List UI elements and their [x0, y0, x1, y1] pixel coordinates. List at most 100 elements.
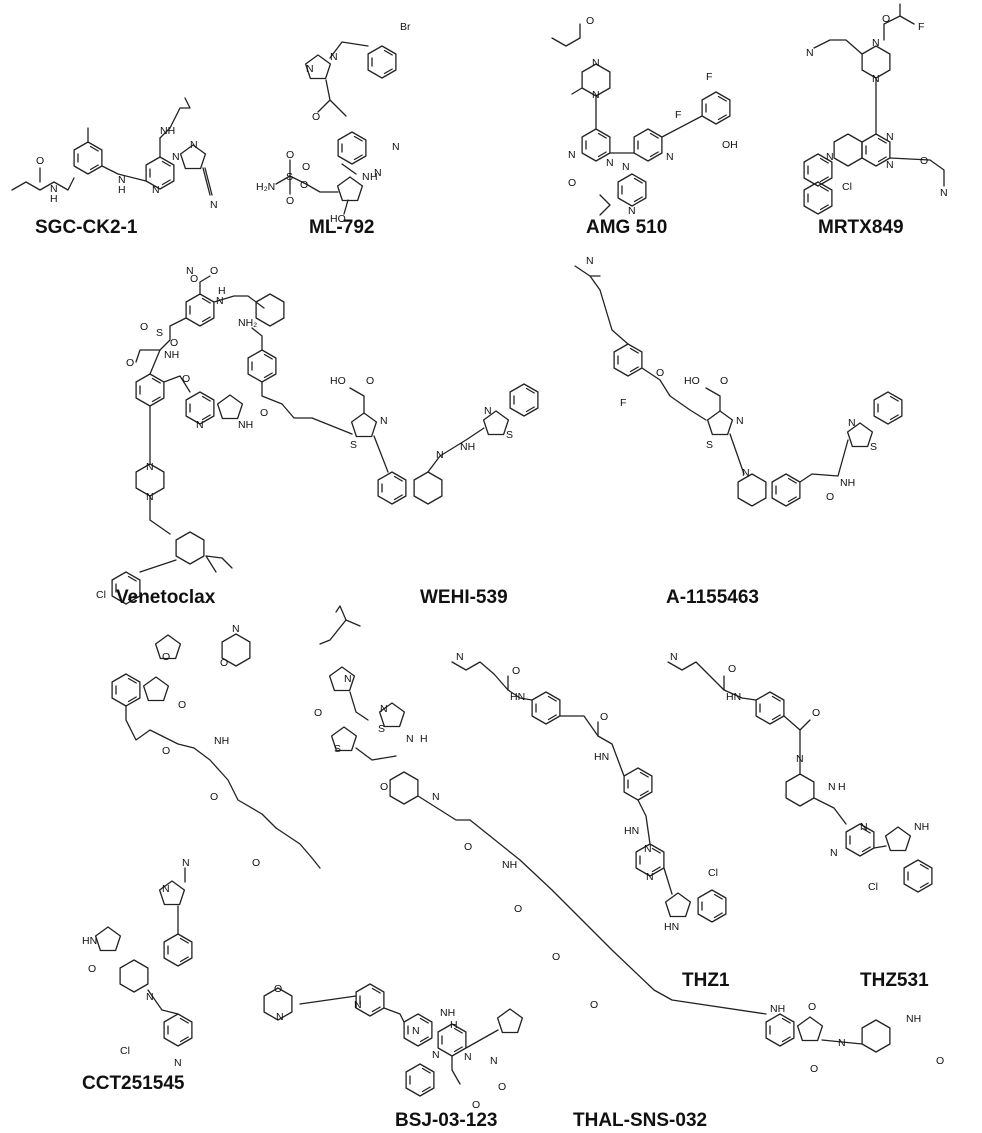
sgc-atom-1: O: [36, 155, 44, 167]
bsj-atom-18: O: [472, 1099, 480, 1111]
thal-atom-17: O: [810, 1063, 818, 1075]
a115-atom-9: S: [870, 441, 877, 453]
bsj-atom-6: O: [210, 791, 218, 803]
thal-atom-1: O: [314, 707, 322, 719]
bsj-atom-12: N: [412, 1025, 420, 1037]
ml-atom-10: S: [286, 171, 293, 183]
wehi-atom-2: HO: [330, 375, 346, 387]
amg-atom-9: N: [622, 161, 630, 173]
mrtx-atom-8: O: [920, 155, 928, 167]
amg-atom-5: N: [568, 149, 576, 161]
bsj-atom-8: NH: [440, 1007, 455, 1019]
thz531-atom-8: N: [830, 847, 838, 859]
thal-atom-10: NH: [502, 859, 517, 871]
thal-atom-14: NH: [770, 1003, 785, 1015]
ven-atom-3: N: [216, 295, 224, 307]
amg-atom-10: OH: [722, 139, 738, 151]
ven-atom-7: O: [170, 337, 178, 349]
a115-atom-0: N: [586, 255, 594, 267]
compound-thz531: N O HN O N N H N N NH Cl THZ531: [667, 651, 933, 991]
thal-atom-18: NH: [906, 1013, 921, 1025]
bsj-atom-13: H: [450, 1019, 458, 1031]
compound-mrtx849: O F N N N N N N O N Cl MRTX849: [803, 3, 948, 238]
compound-name-thz1: THZ1: [682, 970, 730, 991]
thal-atom-7: O: [380, 781, 388, 793]
ven-atom-15: Cl: [96, 589, 106, 601]
compound-name-ven: Venetoclax: [116, 587, 216, 608]
ml-atom-14: HO: [330, 213, 346, 225]
bsj-atom-0: O: [162, 651, 170, 663]
thz531-atom-4: N: [796, 753, 804, 765]
a115-atom-11: NH: [840, 477, 855, 489]
mrtx-atom-2: N: [806, 47, 814, 59]
thal-atom-2: S: [334, 743, 341, 755]
thal-atom-5: N: [406, 733, 414, 745]
compound-name-a115: A-1155463: [666, 587, 759, 608]
a115-atom-8: N: [848, 417, 856, 429]
ven-atom-6: S: [156, 327, 163, 339]
mrtx-atom-1: F: [918, 21, 924, 33]
thz1-bonds: [451, 661, 727, 923]
mrtx-bonds: [803, 3, 945, 215]
bsj-atom-16: N: [490, 1055, 498, 1067]
amg-atom-4: F: [706, 71, 712, 83]
thz531-atom-0: N: [670, 651, 678, 663]
thz531-atom-1: O: [728, 663, 736, 675]
wehi-atom-0: NH₂: [238, 317, 257, 329]
a115-atom-1: O: [656, 367, 664, 379]
ml-bonds: [275, 41, 397, 215]
thz531-atom-7: N: [860, 821, 868, 833]
wehi-atom-6: N: [484, 405, 492, 417]
bsj-atom-14: N: [432, 1049, 440, 1061]
cct-atom-6: N: [174, 1057, 182, 1069]
ml-atom-3: O: [312, 111, 320, 123]
a115-bonds: [574, 265, 903, 507]
bsj-atom-15: N: [464, 1051, 472, 1063]
wehi-atom-1: O: [260, 407, 268, 419]
thal-atom-4: S: [378, 723, 385, 735]
ml-atom-5: N: [374, 167, 382, 179]
bsj-atom-10: N: [276, 1011, 284, 1023]
bsj-atom-4: NH: [214, 735, 229, 747]
a115-atom-3: HO: [684, 375, 700, 387]
compound-thal-sns-032: N O S N S N H O N O NH O O O NH O N O NH…: [314, 605, 944, 1131]
mrtx-atom-4: N: [872, 73, 880, 85]
thz1-atom-2: HN: [510, 691, 525, 703]
mrtx-atom-0: O: [882, 13, 890, 25]
ven-atom-10: O: [182, 373, 190, 385]
thz1-atom-5: HN: [624, 825, 639, 837]
bsj-bonds: [111, 633, 524, 1097]
ml-atom-13: O: [286, 195, 294, 207]
ml-atom-8: O: [300, 179, 308, 191]
thz1-atom-3: O: [600, 711, 608, 723]
mrtx-atom-10: Cl: [842, 181, 852, 193]
thal-atom-8: N: [432, 791, 440, 803]
amg-bonds: [551, 23, 731, 216]
compound-thz1: N O HN O HN HN N N Cl HN THZ1: [451, 651, 730, 991]
cct-atom-0: N: [182, 857, 190, 869]
thal-atom-11: O: [514, 903, 522, 915]
a115-atom-6: S: [706, 439, 713, 451]
ml-atom-7: H: [370, 171, 378, 183]
wehi-atom-4: N: [380, 415, 388, 427]
mrtx-atom-9: N: [940, 187, 948, 199]
bsj-atom-2: O: [220, 657, 228, 669]
thz531-atom-5: N: [828, 781, 836, 793]
ml-atom-9: O: [286, 149, 294, 161]
ml-atom-6: N: [362, 171, 370, 183]
thz531-atom-9: NH: [914, 821, 929, 833]
compound-bsj-03-123: O N O O NH O O O NH O N N N H N N N O O …: [111, 623, 524, 1131]
thal-atom-6: H: [420, 733, 428, 745]
bsj-atom-7: O: [252, 857, 260, 869]
ml-atom-2: Br: [400, 21, 411, 33]
thal-atom-0: N: [344, 673, 352, 685]
sgc-atom-5: H: [118, 184, 126, 196]
sgc-atom-7: N: [172, 151, 180, 163]
mrtx-atom-7: N: [826, 151, 834, 163]
bsj-atom-3: O: [178, 699, 186, 711]
thz1-atom-4: HN: [594, 751, 609, 763]
bsj-atom-1: N: [232, 623, 240, 635]
compound-venetoclax: O N O N H O S O NH O O N NH N N Cl Venet…: [96, 265, 285, 608]
mrtx-atom-5: N: [886, 131, 894, 143]
